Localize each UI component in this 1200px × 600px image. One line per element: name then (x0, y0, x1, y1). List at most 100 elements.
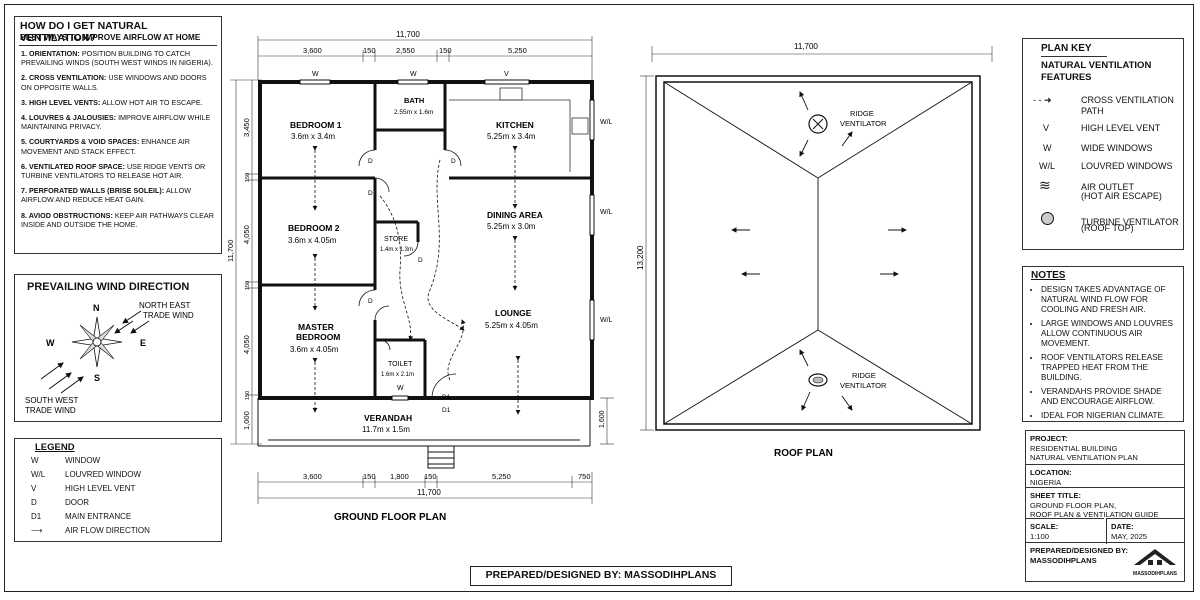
louvre-mark: W/L (600, 317, 613, 324)
ne-wind-arrows (114, 310, 150, 334)
compass-w: W (46, 338, 55, 348)
guide-subtitle: BEST WAYS TO IMPROVE AIRFLOW AT HOME (20, 33, 201, 42)
tb-prepared: PREPARED/DESIGNED BY:MASSODIHPLANS (1026, 542, 1184, 583)
guide-item: 2. CROSS VENTILATION: USE WINDOWS AND DO… (21, 73, 207, 92)
guide-item: 5. COURTYARDS & VOID SPACES: ENHANCE AIR… (21, 137, 190, 156)
airflow-paths (312, 146, 521, 415)
left-dimension-lines (230, 79, 262, 445)
guide-item: 1. ORIENTATION: POSITION BUILDING TO CAT… (21, 49, 213, 68)
roof-width: 11,700 (794, 42, 818, 51)
house-logo-icon: MASSODIHPLANS (1130, 547, 1180, 579)
entrance-mark: D1 (442, 394, 451, 401)
dim-bottom: 150 (424, 472, 437, 481)
roof-hips (663, 81, 973, 425)
wind-direction-panel: PREVAILING WIND DIRECTION N S E W NORTH … (14, 274, 222, 422)
guide-title: HOW DO I GET NATURAL VENTILATION? (20, 20, 148, 44)
room-dining-label: DINING AREA (487, 210, 543, 220)
room-master-size: 3.6m x 4.05m (290, 345, 339, 354)
plan-key-subtitle-2: FEATURES (1041, 72, 1092, 83)
room-toilet-size: 1.6m x 2.1m (381, 372, 414, 378)
room-bedroom2-size: 3.6m x 4.05m (288, 236, 337, 245)
drawing-sheet-border (4, 4, 1194, 592)
plan-key-underline (1041, 56, 1107, 57)
door-mark: D (451, 158, 456, 165)
compass-s: S (94, 373, 100, 383)
legend-row: ⟶AIR FLOW DIRECTION (31, 526, 150, 535)
top-dimension-lines (257, 36, 593, 80)
tb-scale: SCALE:1:100 (1026, 518, 1104, 544)
vent-mark: V (504, 71, 509, 78)
door-mark: D (368, 298, 373, 305)
note-item: IDEAL FOR NIGERIAN CLIMATE. (1041, 411, 1179, 421)
guide-divider (19, 45, 217, 46)
entrance-mark: D1 (442, 407, 451, 414)
room-dining-size: 5.25m x 3.0m (487, 222, 536, 231)
dim-overall-top: 11,700 (396, 30, 420, 39)
dim-left: 4,050 (242, 225, 251, 244)
sw-wind-label: SOUTH WEST (25, 396, 78, 405)
ne-wind-label: NORTH EAST (139, 301, 191, 310)
ventilation-guide-panel: HOW DO I GET NATURAL VENTILATION? BEST W… (14, 16, 222, 254)
roof-airflow-arrows (731, 91, 907, 411)
dim-left: 150 (245, 391, 251, 400)
dim-top: 5,250 (508, 46, 527, 55)
note-item: DESIGN TAKES ADVANTAGE OF NATURAL WIND F… (1041, 285, 1179, 315)
dim-top: 150 (439, 46, 452, 55)
tb-date: DATE:MAY, 2025 (1106, 518, 1184, 544)
room-verandah-size: 11.7m x 1.5m (362, 425, 410, 434)
dim-overall-left: 11,700 (226, 240, 235, 262)
dim-bottom: 3,600 (303, 472, 322, 481)
notes-list: DESIGN TAKES ADVANTAGE OF NATURAL WIND F… (1031, 285, 1179, 425)
interior-walls (260, 82, 592, 398)
room-store-size: 1.4m x 1.3m (380, 247, 413, 253)
room-kitchen-size: 5.25m x 3.4m (487, 132, 536, 141)
dim-left: 4,050 (242, 335, 251, 354)
guide-item: 8. AVIOD OBSTRUCTIONS: KEEP AIR PATHWAYS… (21, 210, 214, 229)
turbine-ventilator-icon (808, 114, 828, 134)
key-row: (HOT AIR ESCAPE) (1081, 191, 1162, 201)
door-swings (358, 149, 462, 399)
ridge-label: RIDGE (850, 109, 874, 118)
room-bath-size: 2.55m x 1.6m (394, 109, 433, 116)
bottom-dimension-lines (257, 472, 593, 504)
turbine-ventilator-icon (808, 373, 828, 387)
legend-title: LEGEND (35, 442, 75, 453)
compass-n: N (93, 303, 100, 313)
room-store-label: STORE (384, 236, 408, 243)
compass-rose-icon (71, 316, 123, 368)
guide-item: 3. HIGH LEVEL VENTS: ALLOW HOT AIR TO ES… (21, 97, 203, 107)
tb-sheet-title: SHEET TITLE:GROUND FLOOR PLAN,ROOF PLAN … (1026, 487, 1184, 523)
dim-bottom: 750 (578, 472, 591, 481)
guide-list: 1. ORIENTATION: POSITION BUILDING TO CAT… (21, 49, 217, 235)
window-mark: W (312, 71, 319, 78)
room-lounge-label: LOUNGE (495, 308, 532, 318)
dim-bottom: 150 (363, 472, 376, 481)
tb-location: LOCATION:NIGERIA (1026, 464, 1184, 490)
dim-top: 3,600 (303, 46, 322, 55)
right-dimension-line (600, 397, 614, 445)
dim-bottom: 1,800 (390, 472, 409, 481)
note-item: VERANDAHS PROVIDE SHADE AND ENCOURAGE AI… (1041, 387, 1179, 407)
key-row: - - ➜CROSS VENTILATION (1033, 95, 1174, 105)
key-row: ≋AIR OUTLET (1033, 178, 1134, 192)
footer-credit: PREPARED/DESIGNED BY: MASSODIHPLANS (485, 569, 717, 581)
sw-wind-arrows (40, 362, 84, 394)
guide-item: 6. VENTILATED ROOF SPACE: USE RIDGE VENT… (21, 161, 206, 181)
arrow-icon: ⟶ (31, 526, 43, 535)
key-row: TURBINE VENTILATOR (1033, 212, 1179, 227)
turbine-ventilator-icon (1033, 212, 1081, 227)
sw-wind-label-2: TRADE WIND (25, 406, 76, 415)
roof-dimension-lines (640, 46, 993, 431)
room-toilet-label: TOILET (388, 361, 413, 368)
wind-rose-diagram: N S E W NORTH EAST TRADE WIND SOUTH WEST… (25, 301, 194, 415)
dim-left: 150 (245, 281, 251, 290)
plan-key-panel: PLAN KEY NATURAL VENTILATION FEATURES - … (1022, 38, 1184, 250)
ridge-label: RIDGE (852, 371, 876, 380)
